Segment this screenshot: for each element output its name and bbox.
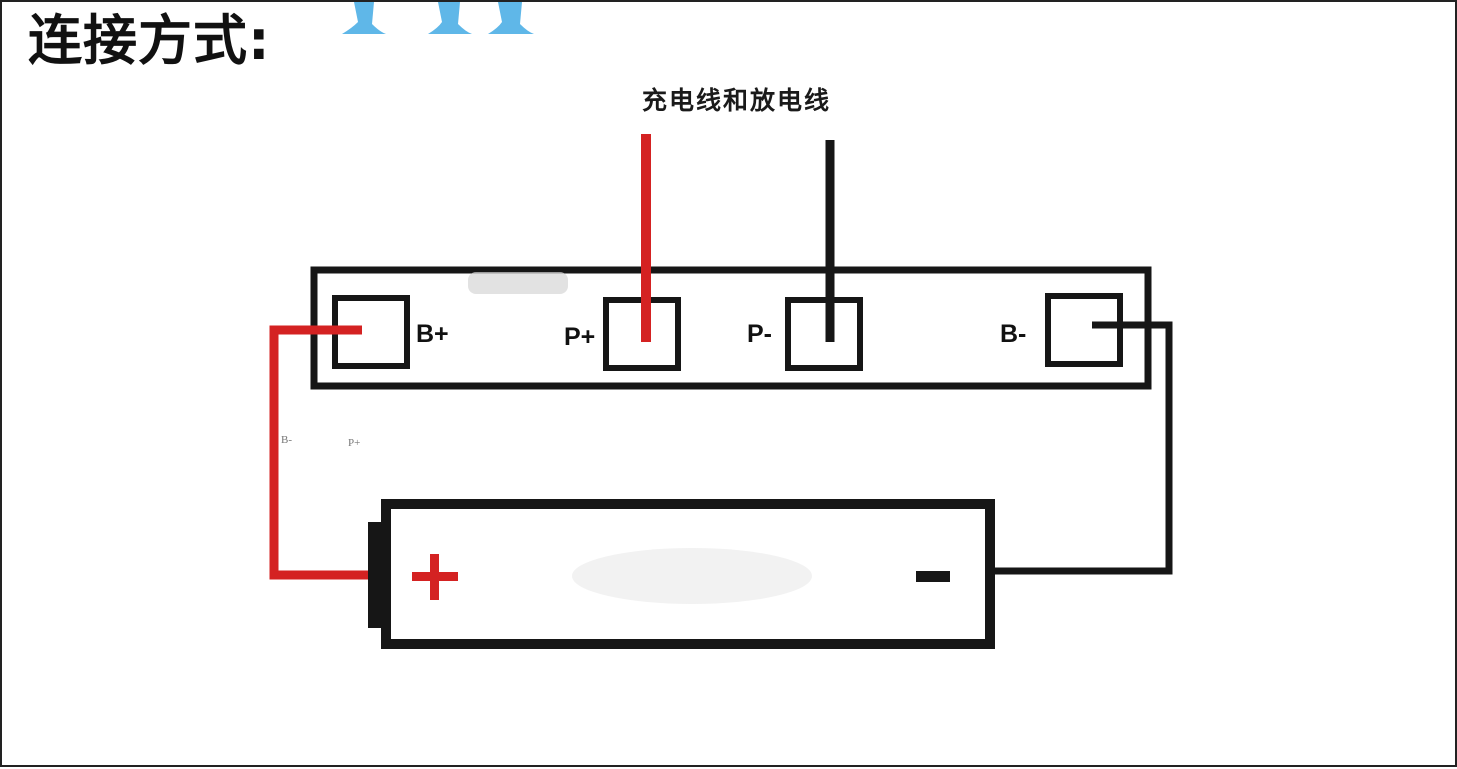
board-blur-mark: [468, 272, 568, 294]
pad-label-p-minus: P-: [747, 320, 772, 348]
pad-label-p-plus: P+: [564, 323, 595, 351]
pad-b-minus: [1045, 293, 1123, 367]
battery-terminal: [368, 522, 386, 628]
battery-blur-mark: [572, 548, 812, 604]
red-wire-b-plus-to-battery: [269, 325, 368, 580]
pad-p-minus: [785, 297, 863, 371]
pad-label-b-minus: B-: [1000, 320, 1026, 348]
pad-label-b-plus: B+: [416, 320, 449, 348]
battery-negative-symbol: [916, 571, 950, 582]
faint-label-b-minus: B-: [281, 434, 292, 446]
page-title: 连接方式:: [28, 9, 271, 72]
decorative-blue-marks: [342, 2, 534, 34]
faint-label-p-plus: P+: [348, 437, 360, 449]
black-wire-b-minus-to-battery: [994, 321, 1173, 575]
battery-positive-symbol: [412, 554, 458, 600]
wire-caption: 充电线和放电线: [642, 86, 832, 115]
